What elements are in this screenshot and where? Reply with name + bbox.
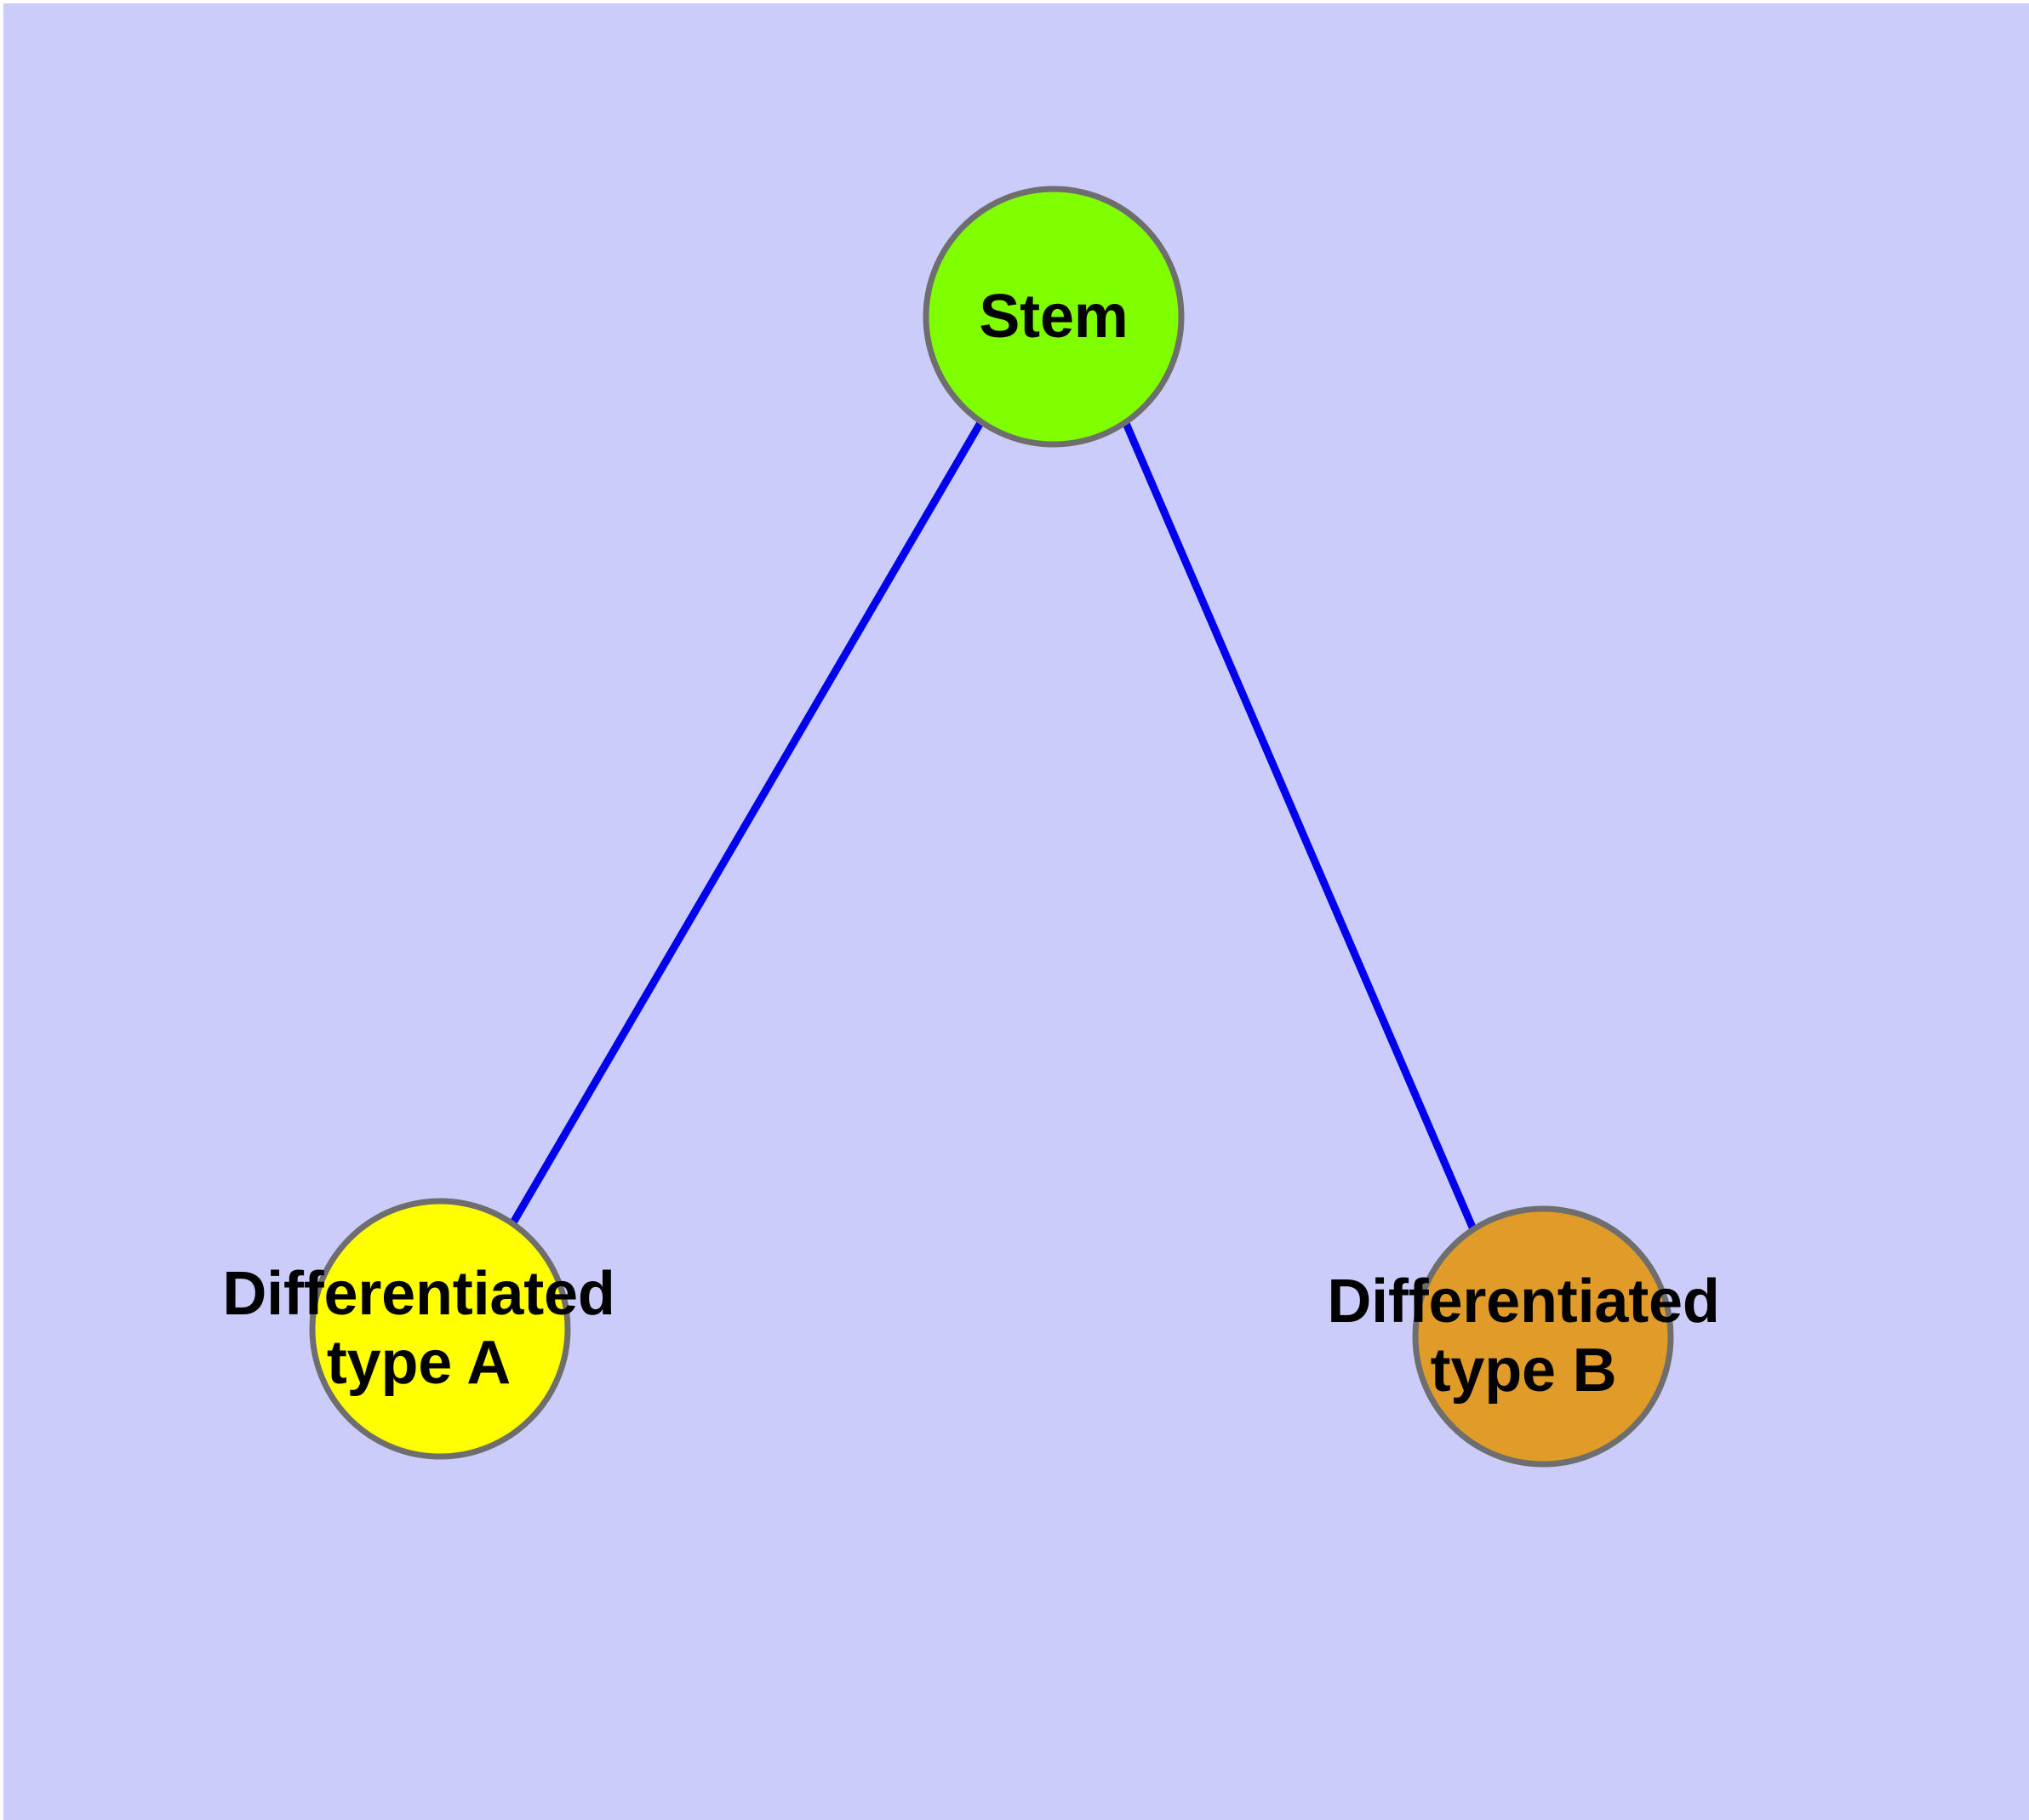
edge-stem-to-diff-a	[509, 419, 985, 1227]
node-layer	[309, 186, 1674, 1468]
edge-stem-to-diff-b	[1121, 420, 1477, 1231]
node-stem[interactable]	[923, 186, 1185, 448]
node-differentiated-type-b[interactable]	[1412, 1205, 1674, 1468]
edge-layer	[509, 419, 1477, 1231]
node-differentiated-type-a[interactable]	[309, 1198, 571, 1460]
